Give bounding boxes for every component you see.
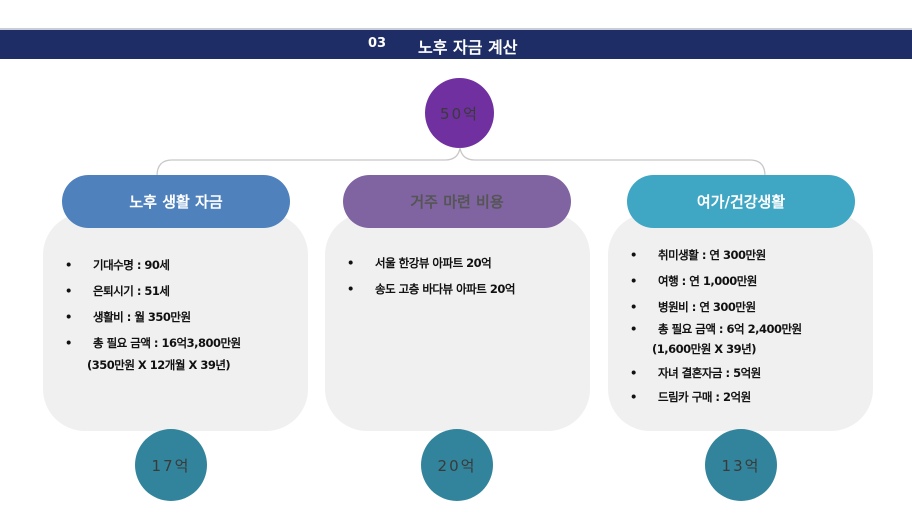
card-retirement-living: 기대수명 : 90세 은퇴시기 : 51세 생활비 : 월 350만원 총 필요… [43,213,308,431]
list-item: 자녀 결혼자금 : 5억원 [630,365,802,381]
total-amount-circle: 50억 [425,78,494,148]
header-bar: 03 노후 자금 계산 [0,28,912,59]
list-item: 생활비 : 월 350만원 [65,309,241,325]
page-title: 노후 자금 계산 [418,38,518,57]
list-item: 은퇴시기 : 51세 [65,283,241,299]
brace-connector [156,147,766,177]
card-leisure-health: 취미생활 : 연 300만원 여행 : 연 1,000만원 병원비 : 연 30… [608,213,873,431]
list-item: 송도 고층 바다뷰 아파트 20억 [347,281,515,297]
list-item: 드림카 구매 : 2억원 [630,389,802,405]
section-number: 03 [368,36,387,51]
amount-circle-housing: 20억 [421,429,493,501]
list-item: 서울 한강뷰 아파트 20억 [347,255,515,271]
list-item: 총 필요 금액 : 6억 2,400만원(1,600만원 X 39년) [630,321,802,357]
amount-circle-leisure: 13억 [705,429,777,501]
amount-circle-retirement: 17억 [135,429,207,501]
list-item: 총 필요 금액 : 16억3,800만원(350만원 X 12개월 X 39년) [65,335,241,373]
list-item: 병원비 : 연 300만원 [630,299,802,315]
list-item: 여행 : 연 1,000만원 [630,273,802,289]
list-item: 기대수명 : 90세 [65,257,241,273]
card-housing: 서울 한강뷰 아파트 20억 송도 고층 바다뷰 아파트 20억 [325,213,590,431]
pill-leisure-health: 여가/건강생활 [627,175,855,228]
pill-housing: 거주 마련 비용 [343,175,571,228]
pill-retirement-living: 노후 생활 자금 [62,175,290,228]
list-item: 취미생활 : 연 300만원 [630,247,802,263]
